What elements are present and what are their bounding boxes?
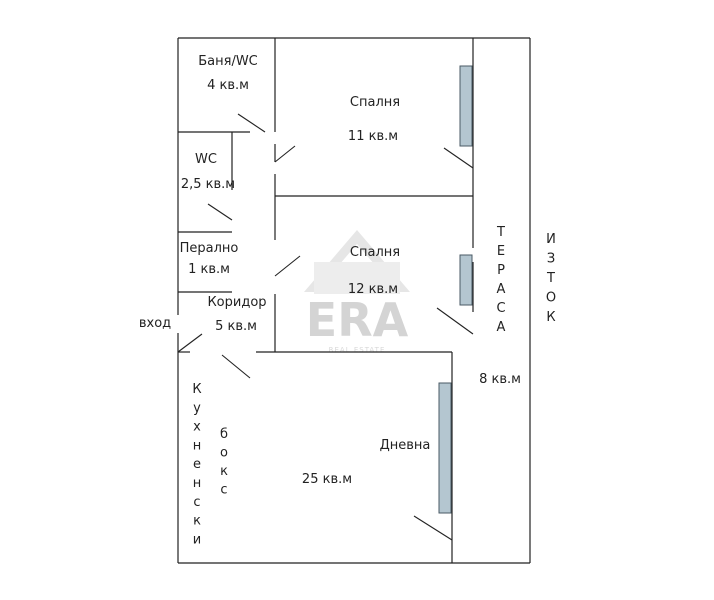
living-name: Дневна <box>380 438 431 453</box>
living-window <box>438 382 452 514</box>
wc-door <box>207 203 233 221</box>
bedroom1-door <box>274 145 296 163</box>
terrace-area: 8 кв.м <box>479 372 521 387</box>
wc-name: WC <box>195 152 217 167</box>
watermark-tagline: REAL ESTATE <box>329 346 386 354</box>
bath-door <box>237 113 266 133</box>
doors <box>177 113 474 541</box>
laundry-area: 1 кв.м <box>188 262 230 277</box>
bedroom1-area: 11 кв.м <box>348 129 398 144</box>
bedroom1-name: Спалня <box>350 95 400 110</box>
era-watermark-logo: ERA REAL ESTATE <box>304 230 410 354</box>
bedroom1-terrace-door <box>443 147 474 169</box>
corridor-area: 5 кв.м <box>215 319 257 334</box>
laundry-name: Перално <box>180 241 239 256</box>
bedroom2-terrace-door <box>436 307 474 335</box>
wc-area: 2,5 кв.м <box>181 177 235 192</box>
bedroom2-door <box>274 255 301 277</box>
bath-name: Баня/WC <box>198 54 258 69</box>
bedroom2-window <box>459 254 473 306</box>
corridor-name: Коридор <box>207 295 266 310</box>
living-area: 25 кв.м <box>302 472 352 487</box>
windows <box>438 65 473 514</box>
bedroom1-window <box>459 65 473 147</box>
living-terrace-door <box>413 515 453 541</box>
watermark-logo-text: ERA <box>306 293 409 347</box>
bedroom2-area: 12 кв.м <box>348 282 398 297</box>
bedroom2-name: Спалня <box>350 245 400 260</box>
kitchen-door <box>221 354 251 379</box>
entrance-door <box>177 333 203 353</box>
bath-area: 4 кв.м <box>207 78 249 93</box>
entrance-label: вход <box>139 316 171 331</box>
walls <box>177 37 531 564</box>
